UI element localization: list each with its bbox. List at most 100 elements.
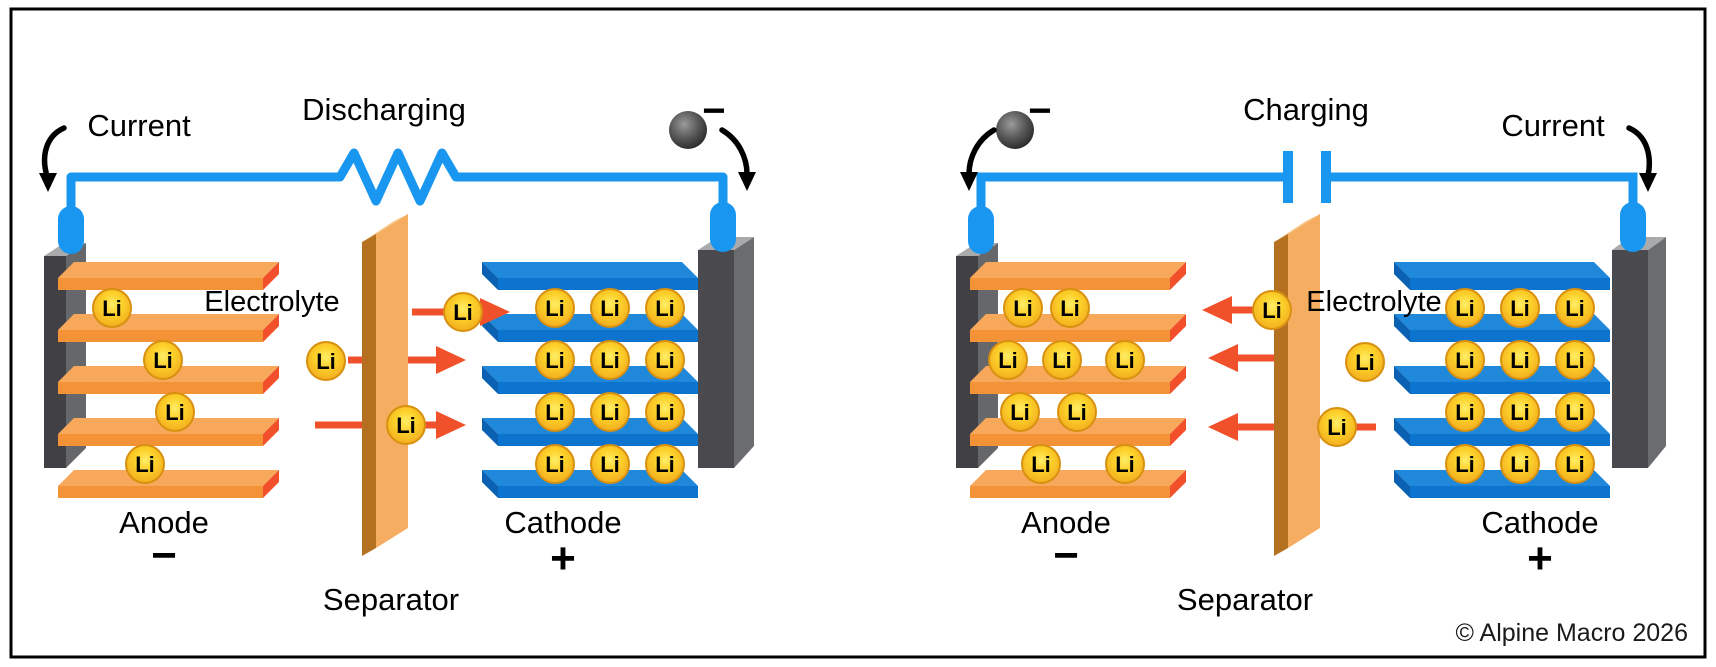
li-ion-label: Li xyxy=(1327,415,1347,440)
anode-label: Anode xyxy=(1021,505,1111,540)
li-ion: Li xyxy=(1500,288,1540,328)
terminal-connector xyxy=(968,206,994,254)
electron: − xyxy=(669,89,756,191)
current-label: Current xyxy=(1501,108,1605,143)
li-ion: Li xyxy=(590,444,630,484)
li-ion-label: Li xyxy=(165,400,185,425)
li-ion: Li xyxy=(306,341,346,381)
li-ion: Li xyxy=(1252,290,1292,330)
electron-ball xyxy=(996,111,1034,149)
anode-sign: − xyxy=(1053,531,1079,580)
li-ion: Li xyxy=(1345,342,1385,382)
cathode-layer-stack xyxy=(482,262,698,498)
li-ion-label: Li xyxy=(600,400,620,425)
li-ion: Li xyxy=(1105,340,1145,380)
li-ion-label: Li xyxy=(153,348,173,373)
current-arrow xyxy=(1626,125,1657,192)
separator xyxy=(362,214,408,556)
li-ion: Li xyxy=(92,288,132,328)
electrode-layer xyxy=(482,470,698,498)
terminal-connector xyxy=(1620,202,1646,252)
electrode-layer xyxy=(970,262,1186,290)
li-ion: Li xyxy=(143,340,183,380)
terminal-connector xyxy=(58,206,84,254)
separator-label: Separator xyxy=(1177,582,1313,617)
li-ion-label: Li xyxy=(102,296,122,321)
li-ion: Li xyxy=(645,340,685,380)
cathode-label: Cathode xyxy=(1481,505,1598,540)
current-label: Current xyxy=(87,108,191,143)
li-ion: Li xyxy=(1555,340,1595,380)
anode-electrode xyxy=(956,206,998,468)
circuit-wire-right xyxy=(1331,172,1638,212)
electrolyte-label: Electrolyte xyxy=(1306,286,1441,318)
li-ion-label: Li xyxy=(1455,400,1475,425)
li-ion-label: Li xyxy=(655,452,675,477)
circuit-wire-left xyxy=(976,172,1283,212)
electron-arrowhead xyxy=(738,172,756,191)
electrode-layer xyxy=(482,262,698,290)
li-ion: Li xyxy=(590,288,630,328)
li-ion-label: Li xyxy=(600,348,620,373)
separator-label: Separator xyxy=(323,582,459,617)
electrode-layer xyxy=(58,262,279,290)
li-ion-label: Li xyxy=(1031,452,1051,477)
li-ion: Li xyxy=(155,392,195,432)
li-ion-label: Li xyxy=(545,348,565,373)
charging-diagram: Charging Current − xyxy=(956,89,1666,617)
li-ion-label: Li xyxy=(600,296,620,321)
li-ion: Li xyxy=(1057,392,1097,432)
li-ion-label: Li xyxy=(1060,296,1080,321)
li-ion-label: Li xyxy=(1115,452,1135,477)
li-ion: Li xyxy=(1042,340,1082,380)
li-ion: Li xyxy=(1500,392,1540,432)
electron-arrowhead xyxy=(960,172,978,191)
diagram-title: Charging xyxy=(1243,92,1369,127)
li-ion-label: Li xyxy=(1355,350,1375,375)
li-ion: Li xyxy=(1050,288,1090,328)
electron-flow-arrow xyxy=(719,127,750,177)
li-ion-label: Li xyxy=(1565,348,1585,373)
li-ion: Li xyxy=(1555,444,1595,484)
li-ion-label: Li xyxy=(1565,296,1585,321)
li-ion: Li xyxy=(535,444,575,484)
li-ion-label: Li xyxy=(1010,400,1030,425)
li-ion: Li xyxy=(125,444,165,484)
electrolyte-label: Electrolyte xyxy=(204,286,339,318)
li-ion-label: Li xyxy=(1565,400,1585,425)
li-ion: Li xyxy=(645,288,685,328)
li-ion: Li xyxy=(535,340,575,380)
li-ion-label: Li xyxy=(316,349,336,374)
anode-sign: − xyxy=(151,531,177,580)
li-ion: Li xyxy=(590,340,630,380)
terminal-connector xyxy=(710,202,736,252)
li-ion-label: Li xyxy=(453,300,473,325)
li-ion-label: Li xyxy=(1510,296,1530,321)
li-ion-label: Li xyxy=(1565,452,1585,477)
li-ion-label: Li xyxy=(1510,452,1530,477)
electrode-layer xyxy=(482,314,698,342)
cathode-electrode xyxy=(698,202,754,468)
li-ion-label: Li xyxy=(1455,348,1475,373)
current-arrow xyxy=(39,125,67,192)
li-ion: Li xyxy=(443,292,483,332)
electrode-layer xyxy=(482,366,698,394)
circuit-wire-with-resistor xyxy=(66,148,728,212)
electron-sign: − xyxy=(1028,89,1051,133)
li-ion: Li xyxy=(535,288,575,328)
li-ion-label: Li xyxy=(655,348,675,373)
electrode-layer xyxy=(58,314,279,342)
li-ion-label: Li xyxy=(1115,348,1135,373)
li-ion: Li xyxy=(645,444,685,484)
li-ion: Li xyxy=(1000,392,1040,432)
separator xyxy=(1274,214,1320,556)
li-ion-label: Li xyxy=(1013,296,1033,321)
electron: − xyxy=(960,89,1052,191)
li-ion: Li xyxy=(1555,392,1595,432)
anode-label: Anode xyxy=(119,505,209,540)
li-ion: Li xyxy=(1445,340,1485,380)
electrode-layer xyxy=(58,470,279,498)
li-ion: Li xyxy=(1445,444,1485,484)
li-ion: Li xyxy=(1500,340,1540,380)
